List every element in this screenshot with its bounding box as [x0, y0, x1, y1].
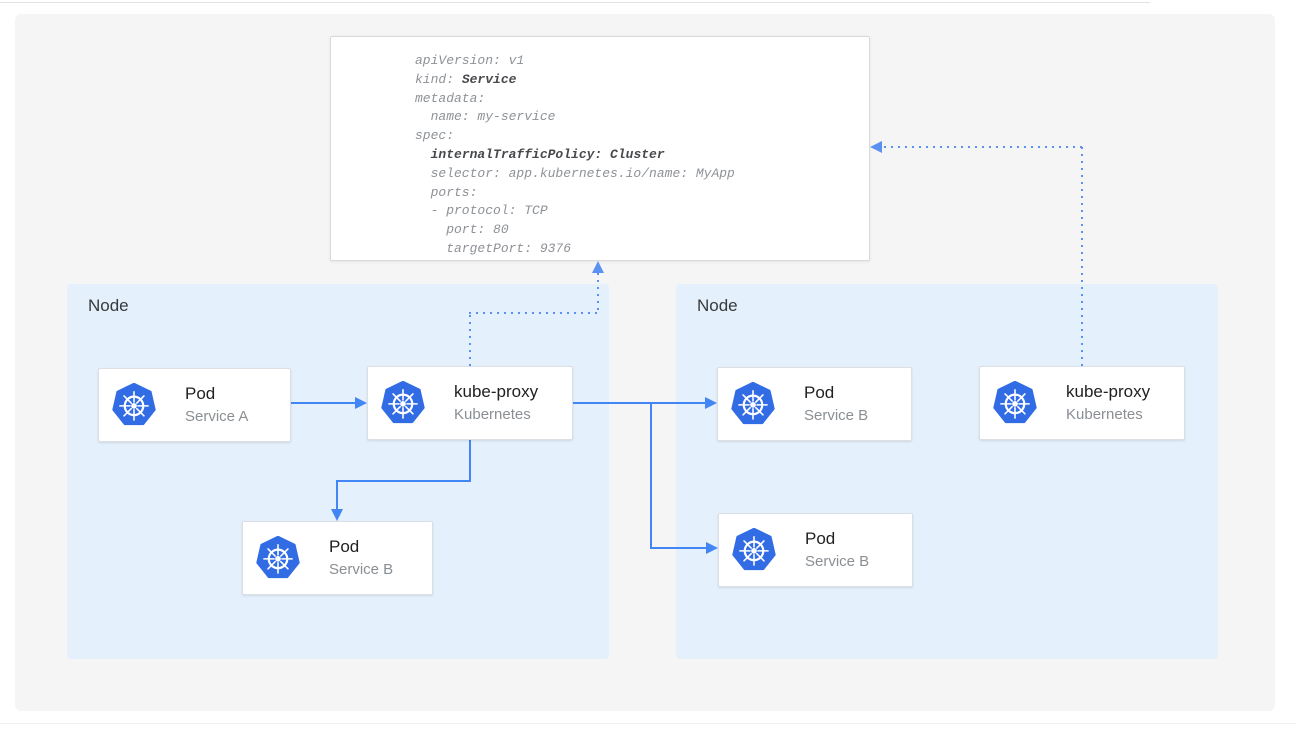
- connector-segment: [650, 402, 652, 549]
- yaml-line: ports:: [415, 184, 478, 200]
- yaml-line: targetPort: 9376: [415, 240, 572, 256]
- card-kube-proxy-left: kube-proxy Kubernetes: [367, 366, 573, 440]
- card-kube-proxy-right: kube-proxy Kubernetes: [979, 366, 1185, 440]
- card-title: Pod: [805, 529, 836, 548]
- connector-segment: [597, 273, 599, 313]
- yaml-line: kind: Service: [415, 71, 517, 87]
- card-text: kube-proxy Kubernetes: [1066, 382, 1150, 424]
- node-box-left: Node: [67, 284, 609, 659]
- connector-segment: [469, 440, 471, 482]
- arrowhead-right-icon: [705, 397, 717, 409]
- connector-segment: [291, 402, 355, 404]
- card-title: Pod: [185, 384, 216, 403]
- top-border-line: [0, 2, 1150, 3]
- kubernetes-icon: [731, 381, 775, 426]
- connector-segment: [336, 480, 471, 482]
- connector-segment: [884, 146, 1082, 148]
- card-title: Pod: [329, 537, 360, 556]
- card-title: kube-proxy: [1066, 382, 1151, 401]
- card-subtitle: Service A: [185, 408, 249, 425]
- arrowhead-left-icon: [870, 141, 882, 153]
- kubernetes-icon: [732, 527, 776, 572]
- card-text: Pod Service B: [805, 529, 869, 571]
- card-subtitle: Service B: [329, 561, 394, 578]
- card-title: Pod: [804, 383, 835, 402]
- connector-segment: [336, 480, 338, 510]
- card-subtitle: Kubernetes: [454, 406, 531, 423]
- arrowhead-right-icon: [706, 542, 718, 554]
- card-subtitle: Service B: [804, 407, 869, 424]
- card-pod-service-b-left: Pod Service B: [242, 521, 433, 595]
- node-label: Node: [697, 296, 738, 315]
- connector-segment: [469, 315, 471, 366]
- yaml-line: internalTrafficPolicy: Cluster: [430, 146, 665, 162]
- yaml-line: selector: app.kubernetes.io/name: MyApp: [415, 165, 735, 181]
- card-pod-service-b-right-top: Pod Service B: [717, 367, 912, 441]
- service-yaml-box: apiVersion: v1 kind: Service metadata: nam…: [330, 36, 870, 261]
- yaml-line: apiVersion: v1: [415, 53, 525, 68]
- card-text: Pod Service B: [804, 383, 868, 425]
- service-yaml-code: apiVersion: v1 kind: Service metadata: nam…: [331, 37, 869, 259]
- kubernetes-icon: [993, 380, 1037, 425]
- arrowhead-down-icon: [331, 509, 343, 521]
- yaml-line: - protocol: TCP: [415, 203, 548, 219]
- connector-segment: [1081, 147, 1083, 366]
- connector-segment: [573, 402, 705, 404]
- card-pod-service-b-right-bottom: Pod Service B: [718, 513, 913, 587]
- node-label: Node: [88, 296, 129, 315]
- card-pod-service-a: Pod Service A: [98, 368, 291, 442]
- connector-segment: [469, 312, 599, 314]
- card-subtitle: Service B: [805, 553, 870, 570]
- kubernetes-icon: [381, 380, 425, 425]
- arrowhead-up-icon: [592, 261, 604, 273]
- node-box-right: Node: [676, 284, 1218, 659]
- bottom-border-line: [0, 723, 1296, 724]
- kubernetes-icon: [112, 382, 156, 427]
- connector-segment: [650, 547, 706, 549]
- card-text: kube-proxy Kubernetes: [454, 382, 538, 424]
- card-subtitle: Kubernetes: [1066, 406, 1143, 423]
- yaml-line: port: 80: [415, 222, 509, 238]
- card-text: Pod Service B: [329, 537, 393, 579]
- yaml-line: name: my-service: [415, 109, 556, 125]
- arrowhead-right-icon: [355, 397, 367, 409]
- yaml-line: spec:: [415, 128, 455, 144]
- card-title: kube-proxy: [454, 382, 539, 401]
- card-text: Pod Service A: [185, 384, 248, 426]
- yaml-line: metadata:: [415, 90, 486, 106]
- kubernetes-icon: [256, 535, 300, 580]
